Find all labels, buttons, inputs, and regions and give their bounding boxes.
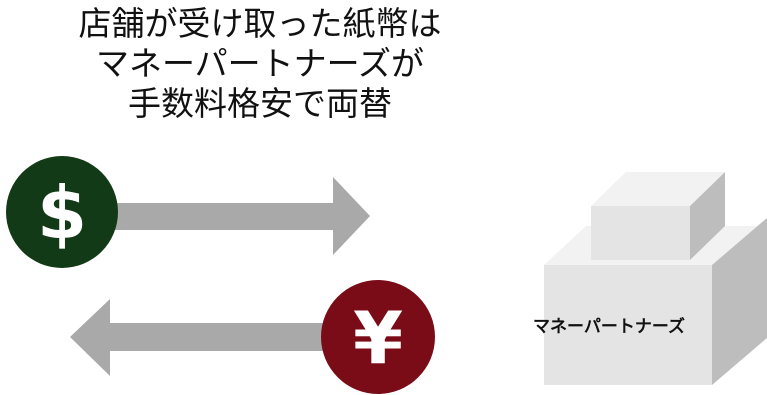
arrow-right [110, 177, 370, 255]
box-upper-top [591, 172, 725, 206]
yen-coin-icon: ¥ [321, 280, 435, 394]
headline-line-2: マネーパートナーズが [95, 44, 425, 83]
headline-line-3: 手数料格安で両替 [128, 84, 392, 123]
box-lower-front [544, 265, 712, 385]
box-label: マネーパートナーズ [533, 317, 685, 337]
money-partners-box [544, 172, 767, 385]
box-lower-side [712, 218, 767, 385]
dollar-coin-icon: $ [6, 156, 118, 268]
box-upper-side [690, 172, 725, 260]
arrow-left [70, 299, 347, 376]
box-upper-front [591, 206, 690, 260]
headline: 店舗が受け取った紙幣は マネーパートナーズが 手数料格安で両替 [0, 4, 520, 124]
yen-symbol: ¥ [353, 296, 403, 380]
dollar-symbol: $ [37, 171, 87, 255]
headline-line-1: 店舗が受け取った紙幣は [78, 4, 442, 43]
